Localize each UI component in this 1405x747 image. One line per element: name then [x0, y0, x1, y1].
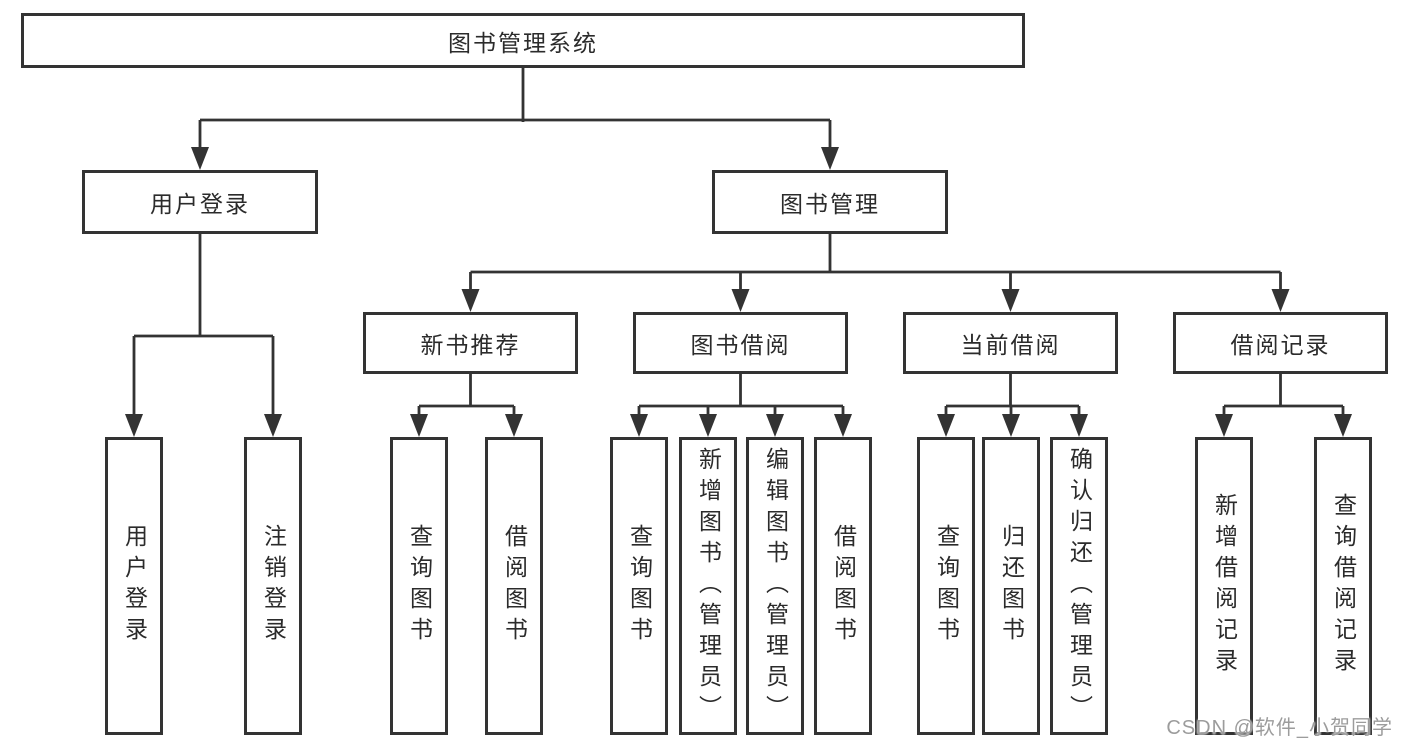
node-label: 编辑图书（管理员）	[762, 446, 789, 726]
node-label: 查询借阅记录	[1330, 493, 1357, 679]
tree-edges	[132, 68, 1345, 420]
node-leaf-borrow-books-recommend: 借阅图书	[485, 437, 543, 735]
node-label: 查询图书	[626, 524, 653, 648]
node-label: 图书管理系统	[448, 29, 598, 56]
node-borrow-records: 借阅记录	[1173, 312, 1388, 374]
node-label: 新增图书（管理员）	[695, 446, 722, 726]
node-current-borrow: 当前借阅	[903, 312, 1118, 374]
node-label: 查询图书	[406, 524, 433, 648]
node-user-login: 用户登录	[82, 170, 318, 234]
node-label: 图书借阅	[690, 332, 791, 358]
node-label: 用户登录	[150, 191, 250, 217]
node-leaf-user-login: 用户登录	[105, 437, 163, 735]
node-leaf-add-borrow-record: 新增借阅记录	[1195, 437, 1253, 735]
node-book-borrow: 图书借阅	[633, 312, 848, 374]
node-leaf-return-book: 归还图书	[982, 437, 1040, 735]
node-leaf-logout: 注销登录	[244, 437, 302, 735]
node-label: 借阅图书	[830, 524, 857, 648]
node-library-system: 图书管理系统	[21, 13, 1025, 68]
csdn-watermark: CSDN @软件_小贺同学	[1166, 717, 1393, 739]
node-leaf-add-book-admin: 新增图书（管理员）	[679, 437, 737, 735]
node-label: 借阅图书	[501, 524, 528, 648]
node-leaf-query-books-borrow: 查询图书	[610, 437, 668, 735]
node-label: 当前借阅	[960, 332, 1061, 358]
node-new-book-recommend: 新书推荐	[363, 312, 578, 374]
node-leaf-query-books-recommend: 查询图书	[390, 437, 448, 735]
node-label: 确认归还（管理员）	[1066, 446, 1093, 726]
node-label: 图书管理	[780, 191, 880, 217]
node-label: 新增借阅记录	[1211, 493, 1238, 679]
node-label: 查询图书	[933, 524, 960, 648]
node-leaf-confirm-return-admin: 确认归还（管理员）	[1050, 437, 1108, 735]
node-book-management: 图书管理	[712, 170, 948, 234]
node-label: 注销登录	[260, 524, 287, 648]
node-leaf-borrow-books: 借阅图书	[814, 437, 872, 735]
node-leaf-query-borrow-record: 查询借阅记录	[1314, 437, 1372, 735]
node-label: 借阅记录	[1230, 332, 1331, 358]
arrowheads	[125, 147, 1352, 437]
node-leaf-query-books-current: 查询图书	[917, 437, 975, 735]
node-label: 新书推荐	[420, 332, 521, 358]
node-leaf-edit-book-admin: 编辑图书（管理员）	[746, 437, 804, 735]
node-label: 用户登录	[121, 524, 148, 648]
node-label: 归还图书	[998, 524, 1025, 648]
